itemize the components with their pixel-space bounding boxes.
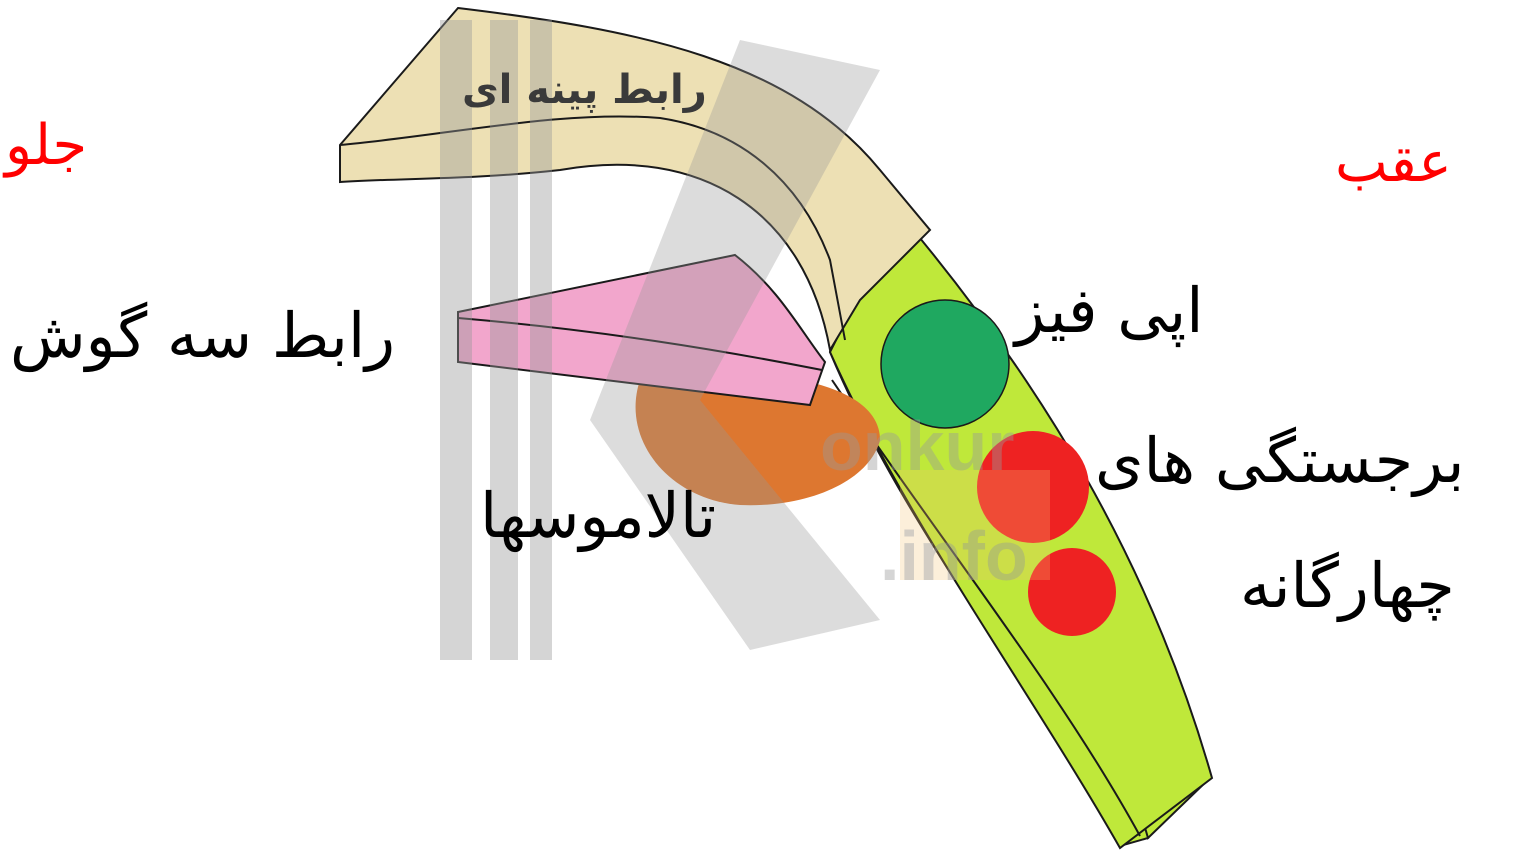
thalamus-label: تالاموسها <box>480 485 716 547</box>
watermark-bar-3 <box>530 20 552 660</box>
watermark-text-2: .info <box>880 517 1028 595</box>
pineal-label: اپی فیز <box>1015 280 1203 342</box>
back-label: عقب <box>1335 135 1452 191</box>
front-label: جلو <box>5 118 87 174</box>
watermark-bar-2 <box>490 20 518 660</box>
watermark-text-1: onkur <box>820 407 1014 485</box>
corpus-callosum-label: رابط پینه ای <box>462 70 707 110</box>
colliculi-label-line2: چهارگانه <box>1240 555 1455 617</box>
watermark-bar-1 <box>440 20 472 660</box>
colliculi-label-line1: برجستگی های <box>1095 430 1465 492</box>
fornix-label: رابط سه گوش <box>10 305 395 367</box>
